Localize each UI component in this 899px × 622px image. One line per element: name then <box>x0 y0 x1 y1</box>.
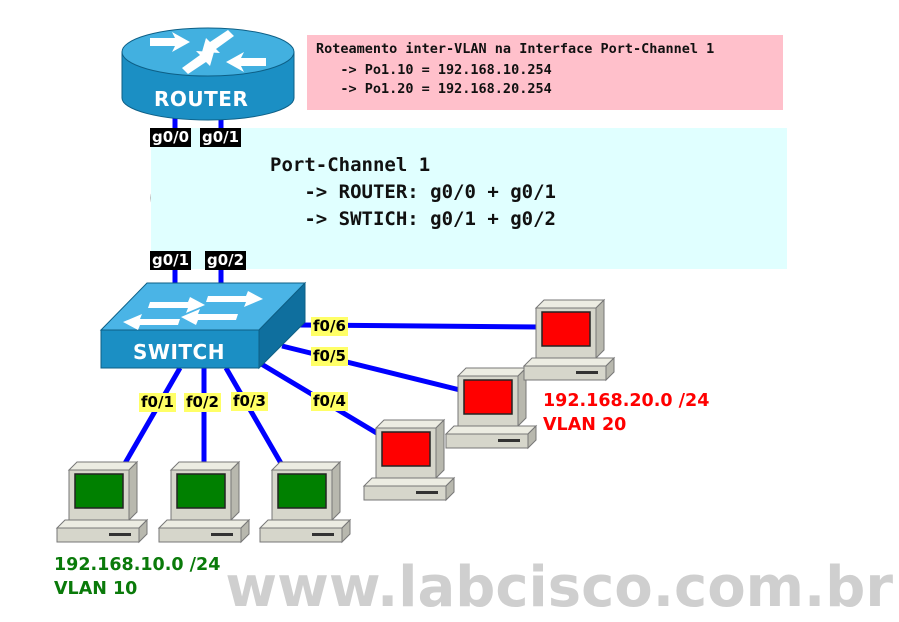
port-label-router-g00: g0/0 <box>150 128 192 147</box>
link-f01 <box>121 366 183 467</box>
vlan10-network-label: 192.168.10.0 /24 VLAN 10 <box>54 553 220 601</box>
info-line-po120: -> Po1.20 = 192.168.20.254 <box>316 81 552 97</box>
port-label-f04: f0/4 <box>311 392 348 411</box>
vlan10-network: 192.168.10.0 /24 <box>54 555 221 575</box>
switch-label: SWITCH <box>133 340 225 364</box>
port-channel-switch-line: -> SWTICH: g0/1 + g0/2 <box>270 208 556 230</box>
inter-vlan-routing-note: Roteamento inter-VLAN na Interface Port-… <box>307 35 783 110</box>
port-label-switch-g01: g0/1 <box>150 251 192 270</box>
pc-icon <box>363 419 455 501</box>
switch-icon <box>99 281 307 370</box>
port-channel-title: Port-Channel 1 <box>270 154 431 176</box>
router-icon <box>121 27 295 121</box>
port-label-f06: f0/6 <box>311 317 348 336</box>
vlan20-network-label: 192.168.20.0 /24 VLAN 20 <box>543 389 709 437</box>
pc-icon <box>158 461 250 543</box>
info-title: Roteamento inter-VLAN na Interface Port-… <box>316 41 715 57</box>
pc-icon <box>259 461 351 543</box>
pc-icon <box>56 461 148 543</box>
pc-icon <box>523 299 615 381</box>
info-line-po110: -> Po1.10 = 192.168.10.254 <box>316 62 552 78</box>
port-label-router-g01: g0/1 <box>200 128 242 147</box>
port-label-f05: f0/5 <box>311 347 348 366</box>
link-f03 <box>223 366 285 467</box>
vlan20-name: VLAN 20 <box>543 415 627 435</box>
vlan10-name: VLAN 10 <box>54 579 138 599</box>
watermark: www.labcisco.com.br <box>225 555 893 620</box>
port-label-switch-g02: g0/2 <box>205 251 247 270</box>
vlan20-network: 192.168.20.0 /24 <box>543 391 710 411</box>
port-channel-router-line: -> ROUTER: g0/0 + g0/1 <box>270 181 556 203</box>
port-label-f01: f0/1 <box>139 393 176 412</box>
router-label: ROUTER <box>154 87 249 111</box>
link-f05 <box>281 343 461 393</box>
port-channel-note: Port-Channel 1 -> ROUTER: g0/0 + g0/1 ->… <box>151 128 787 269</box>
port-label-f03: f0/3 <box>231 392 268 411</box>
pc-icon <box>445 367 537 449</box>
port-label-f02: f0/2 <box>184 393 221 412</box>
